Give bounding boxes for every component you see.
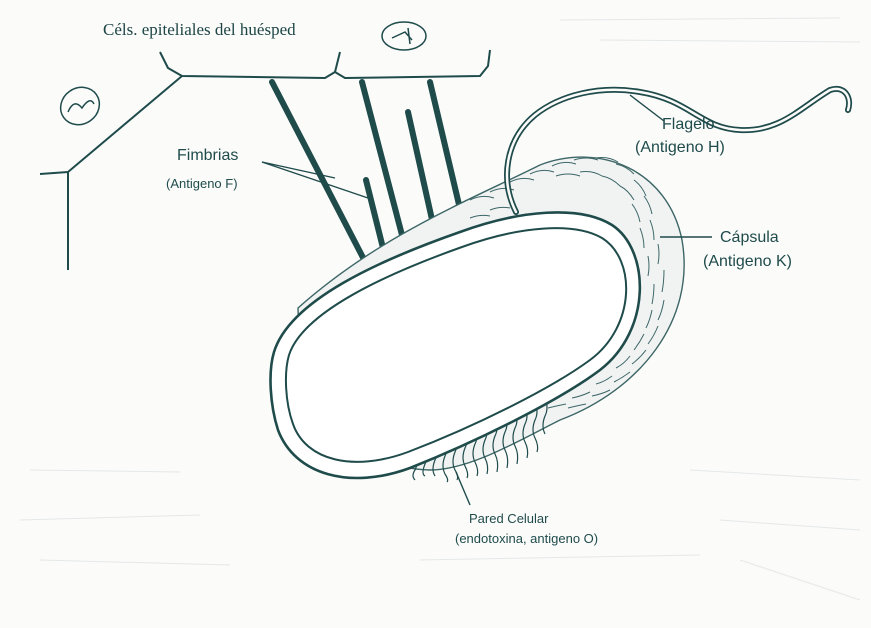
fimbrias-antigen-label: (Antigeno F): [166, 176, 238, 191]
flagelo-antigen-label: (Antigeno H): [635, 139, 725, 157]
bacterial-cell-body: [271, 212, 640, 478]
capsula-antigen-label: (Antigeno K): [703, 253, 792, 271]
flagelo-label: Flagelo: [662, 116, 714, 134]
host-cells-label: Céls. epiteliales del huésped: [103, 20, 296, 40]
fimbrias-label: Fimbrias: [177, 147, 238, 165]
pared-antigen-label: (endotoxina, antigeno O): [455, 531, 598, 546]
leader-fimbrias-1: [262, 162, 335, 178]
pared-label: Pared Celular: [469, 511, 549, 526]
capsula-label: Cápsula: [720, 229, 779, 247]
